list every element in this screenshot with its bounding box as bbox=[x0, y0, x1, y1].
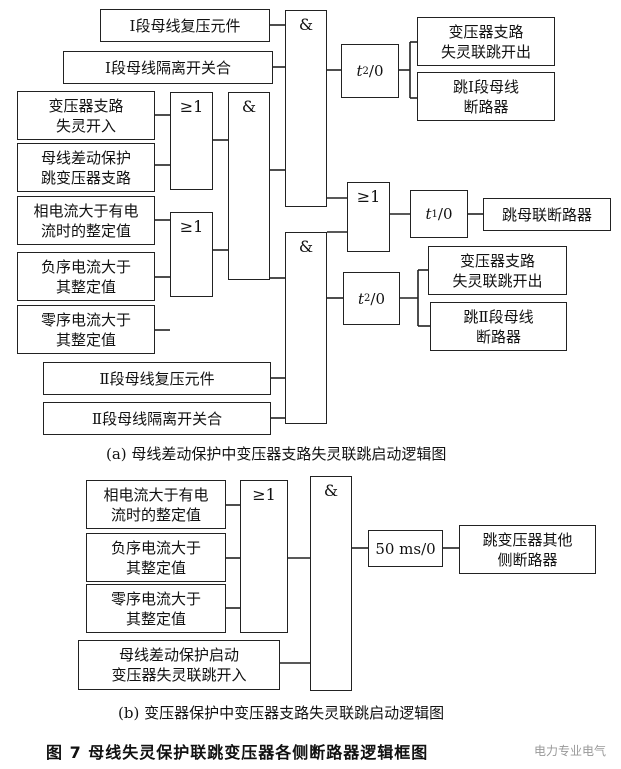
or-gate-b: ≥1 bbox=[240, 480, 288, 633]
output-trip-other-sides: 跳变压器其他 侧断路器 bbox=[459, 525, 596, 574]
output-bottom-fail-trip: 变压器支路 失灵联跳开出 bbox=[428, 246, 567, 295]
input-b-phase-current: 相电流大于有电 流时的整定值 bbox=[86, 480, 226, 529]
or-gate-2: ≥1 bbox=[170, 212, 213, 297]
output-trip-bus1: 跳Ⅰ段母线 断路器 bbox=[417, 72, 555, 121]
caption-b: (b) 变压器保护中变压器支路失灵联跳启动逻辑图 bbox=[118, 704, 445, 722]
and-gate-b: & bbox=[310, 476, 352, 691]
input-bus2-isolator: Ⅱ段母线隔离开关合 bbox=[43, 402, 271, 435]
input-transformer-fail: 变压器支路 失灵开入 bbox=[17, 91, 155, 140]
input-bus1-voltage: Ⅰ段母线复压元件 bbox=[100, 9, 270, 42]
input-bus2-voltage: Ⅱ段母线复压元件 bbox=[43, 362, 271, 395]
input-bus1-isolator: Ⅰ段母线隔离开关合 bbox=[63, 51, 273, 84]
or-gate-coupler: ≥1 bbox=[347, 182, 390, 252]
watermark: 电力专业电气 bbox=[534, 744, 607, 758]
input-b-zero-seq-current: 零序电流大于 其整定值 bbox=[86, 584, 226, 633]
or-gate-1: ≥1 bbox=[170, 92, 213, 190]
input-b-bus-diff-start: 母线差动保护启动 变压器失灵联跳开入 bbox=[78, 640, 280, 690]
input-b-neg-seq-current: 负序电流大于 其整定值 bbox=[86, 533, 226, 582]
input-neg-seq-current: 负序电流大于 其整定值 bbox=[17, 252, 155, 301]
output-trip-coupler: 跳母联断路器 bbox=[483, 198, 611, 231]
figure-title: 图 7 母线失灵保护联跳变压器各侧断路器逻辑框图 bbox=[46, 743, 429, 762]
input-zero-seq-current: 零序电流大于 其整定值 bbox=[17, 305, 155, 354]
input-bus-diff-trip: 母线差动保护 跳变压器支路 bbox=[17, 143, 155, 192]
output-top-fail-trip: 变压器支路 失灵联跳开出 bbox=[417, 17, 555, 66]
caption-a: (a) 母线差动保护中变压器支路失灵联跳启动逻辑图 bbox=[106, 445, 447, 463]
output-trip-bus2: 跳Ⅱ段母线 断路器 bbox=[430, 302, 567, 351]
and-gate-mid: & bbox=[228, 92, 270, 280]
delay-50ms: 50 ms/0 bbox=[368, 530, 443, 567]
and-gate-top: & bbox=[285, 10, 327, 207]
and-gate-bottom: & bbox=[285, 232, 327, 424]
input-phase-current: 相电流大于有电 流时的整定值 bbox=[17, 196, 155, 245]
